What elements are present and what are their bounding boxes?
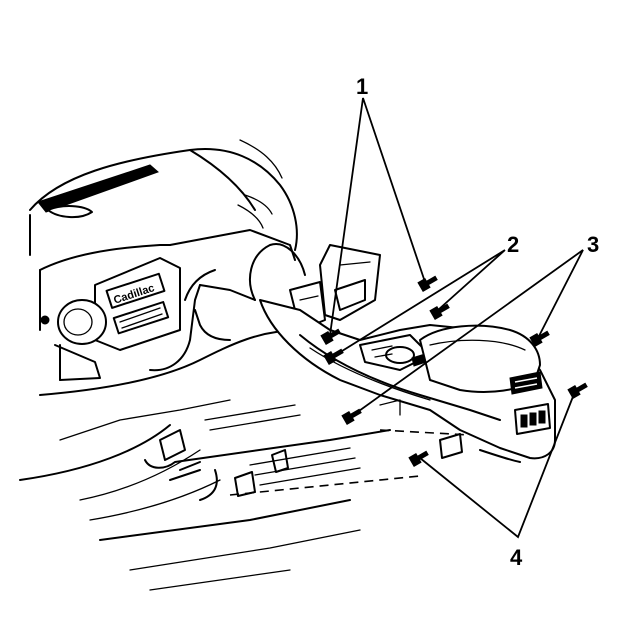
callout-3-label: 3 <box>587 232 599 257</box>
wiring-harness <box>144 243 391 469</box>
callout-leaders <box>329 97 584 539</box>
floor-bracket <box>159 429 289 497</box>
bolt-2b <box>429 303 450 321</box>
leader-3 <box>351 249 584 417</box>
bolt-3b <box>529 330 550 348</box>
steering-wheel <box>40 299 107 381</box>
instrument-panel: Cadillac <box>29 139 298 381</box>
callout-2-label: 2 <box>507 232 519 257</box>
bracket-alignment-line-2 <box>379 429 471 436</box>
armrest-lid <box>419 324 541 393</box>
bracket-alignment-line <box>229 475 421 496</box>
bolt-4a <box>408 450 429 468</box>
bolt-1b <box>417 275 438 293</box>
rear-console-controls <box>514 403 551 435</box>
callout-1-label: 1 <box>356 74 368 99</box>
bolt-4b <box>567 382 588 400</box>
floor-console <box>259 299 556 463</box>
bolt-1a <box>320 328 341 346</box>
leader-4 <box>419 393 575 539</box>
floor-pan <box>19 269 361 591</box>
center-stack: Cadillac <box>94 257 181 351</box>
leader-1 <box>329 97 426 336</box>
shifter-bezel <box>359 334 431 371</box>
callout-4-label: 4 <box>510 545 523 570</box>
defroster-grille <box>37 164 159 218</box>
rear-air-vent <box>509 371 543 395</box>
leader-2 <box>333 249 506 357</box>
